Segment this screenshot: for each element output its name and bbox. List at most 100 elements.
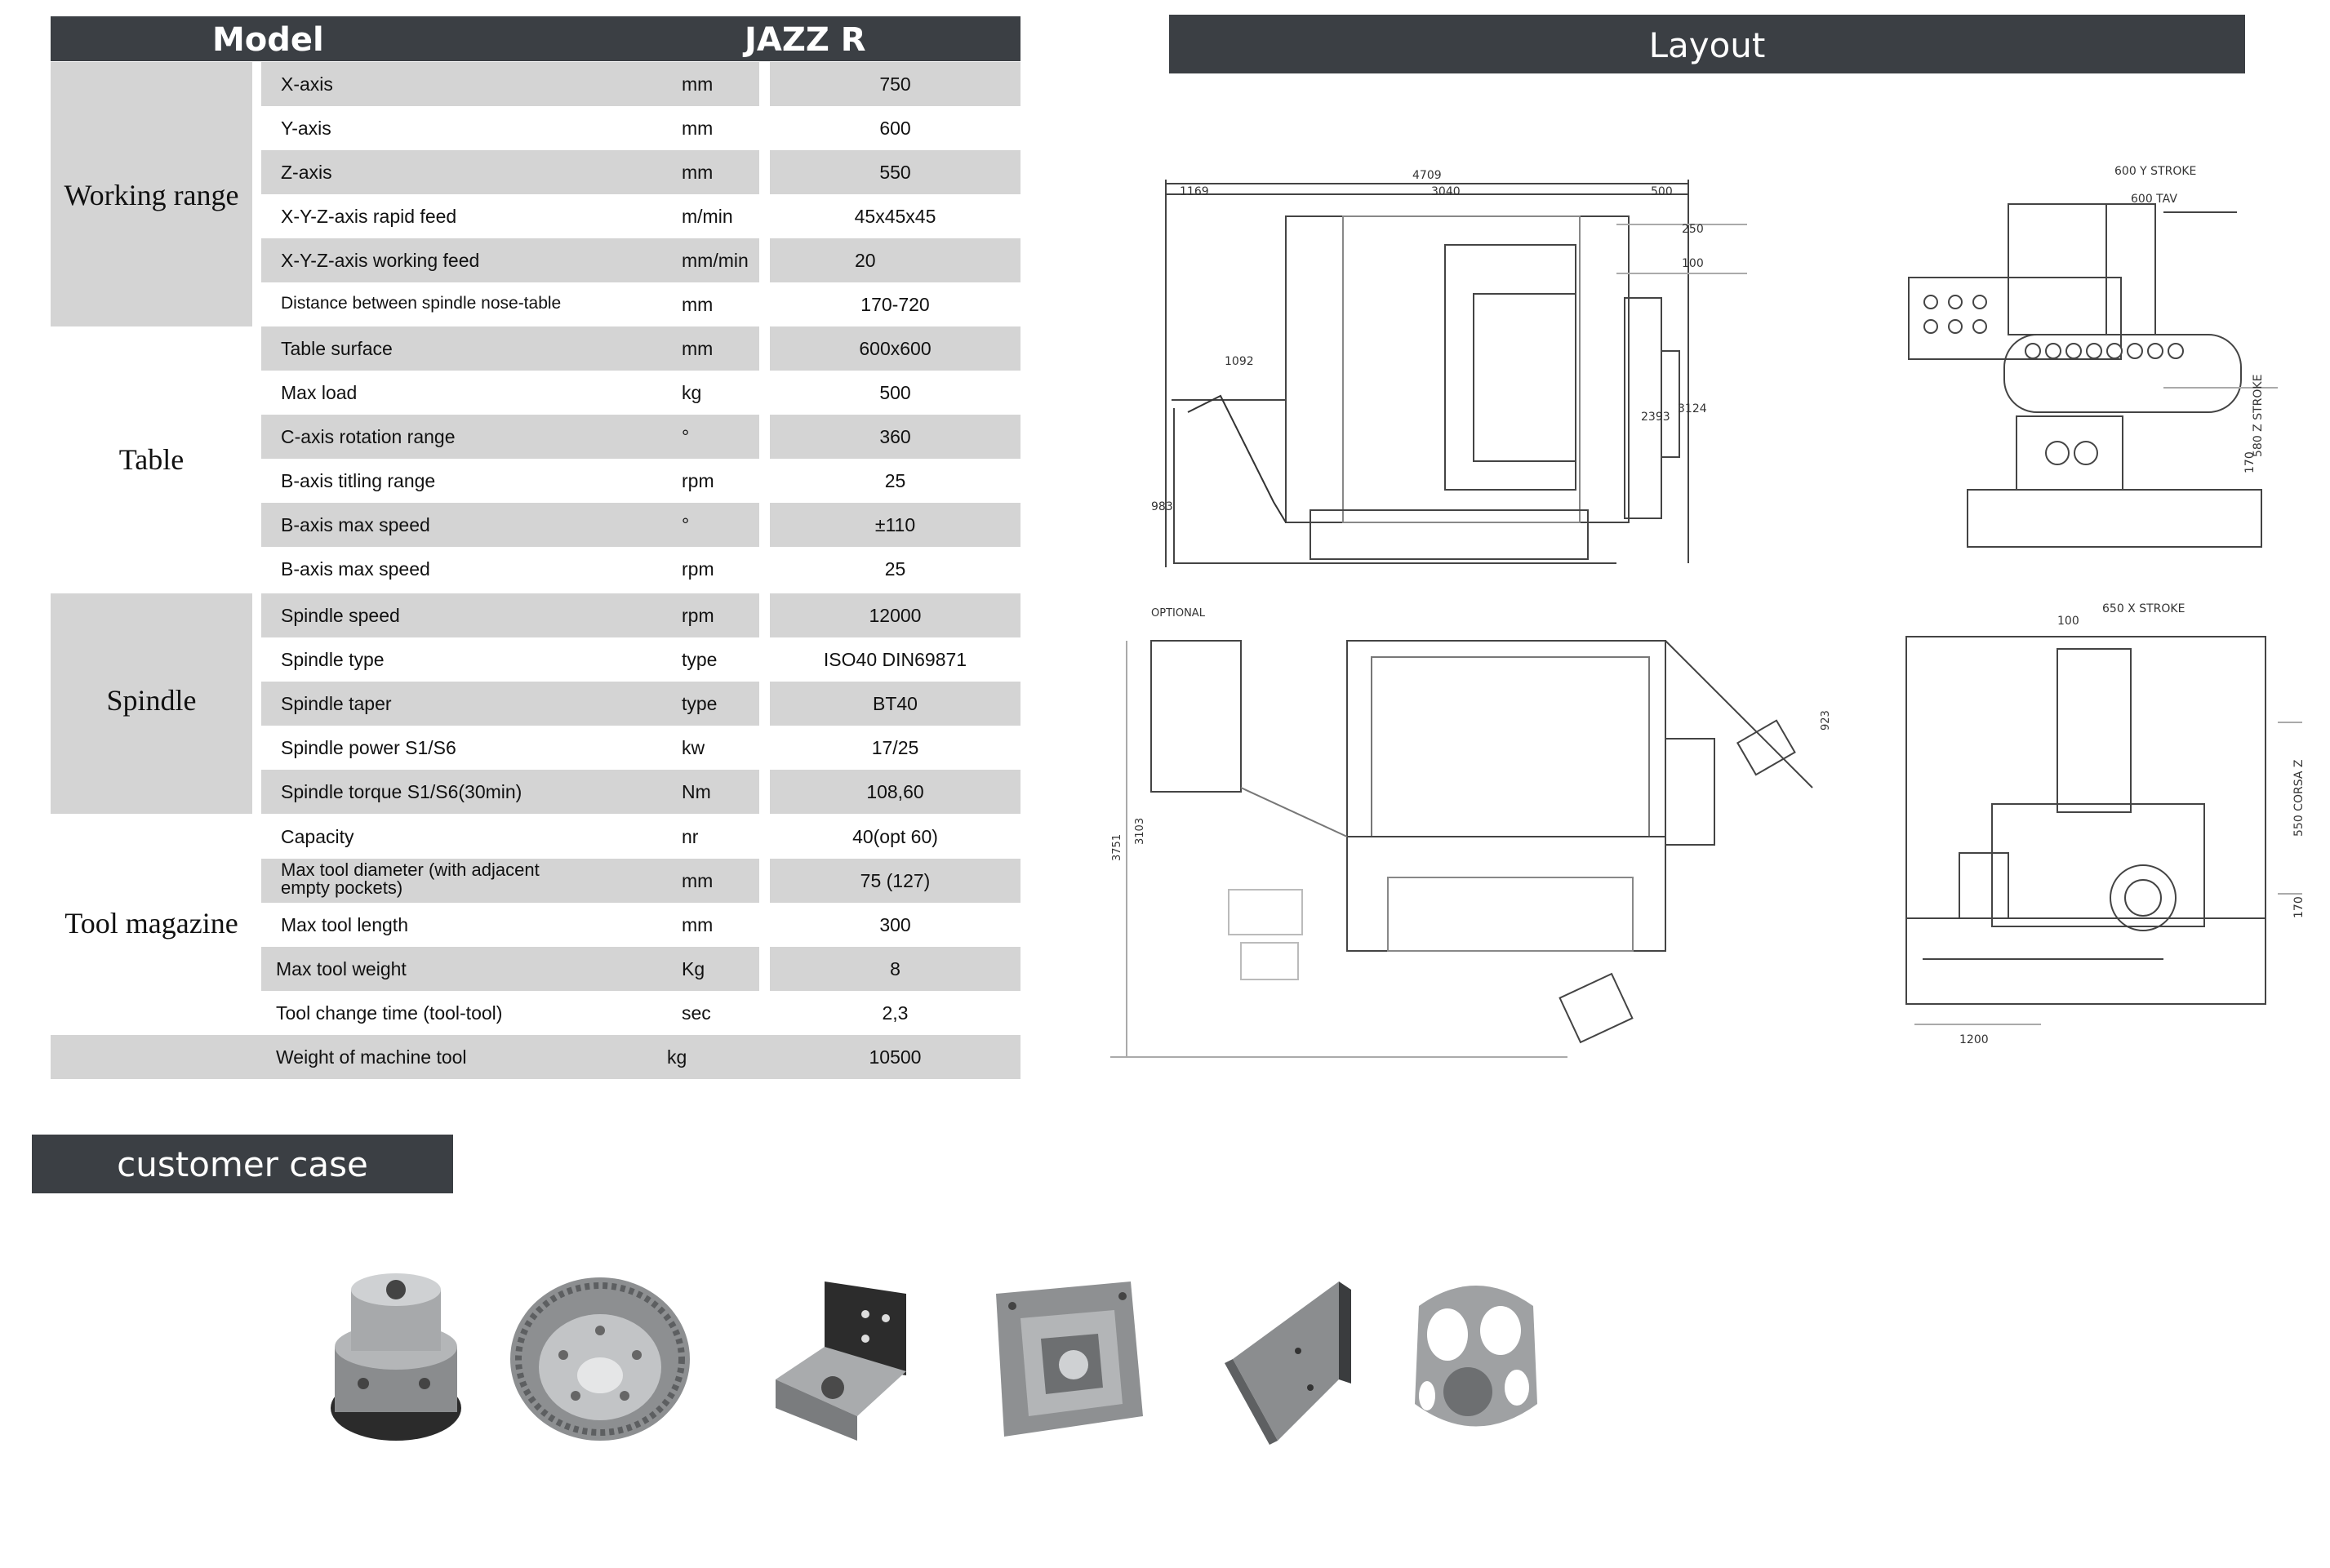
spec-name: Spindle torque S1/S6(30min)	[281, 781, 522, 802]
spec-name: Table surface	[281, 338, 393, 359]
layout-title: Layout	[1648, 25, 1766, 65]
spec-unit: kg	[667, 1046, 687, 1068]
group-tool-magazine: Tool magazine	[51, 815, 252, 1035]
label-y-stroke: 600 Y STROKE	[2114, 165, 2196, 178]
spec-value: 300	[879, 914, 911, 935]
dim-250: 250	[1682, 223, 1704, 236]
spec-unit: mm	[682, 294, 714, 315]
spec-unit: type	[682, 649, 718, 670]
spec-name: Weight of machine tool	[276, 1046, 467, 1068]
side-view-drawing: 600 Y STROKE 600 TAV 580 Z STROKE 170	[1908, 165, 2278, 548]
spec-unit: mm/min	[682, 250, 749, 271]
spec-value: BT40	[873, 693, 918, 714]
spec-name: X-Y-Z-axis working feed	[281, 250, 480, 271]
spec-value: 550	[879, 162, 911, 183]
group-working-range: Working range	[51, 62, 252, 326]
spec-value: 8	[890, 958, 900, 979]
spec-value: 600	[879, 118, 911, 139]
spec-name: C-axis rotation range	[281, 426, 456, 447]
spec-unit: Nm	[682, 781, 711, 802]
model-value: JAZZ R	[745, 21, 866, 59]
spec-row: Spindle power S1/S6 kw 17/25	[261, 726, 1020, 770]
dim-100: 100	[1682, 257, 1704, 270]
spec-unit: mm	[682, 118, 714, 139]
dim-3103: 3103	[1134, 818, 1146, 845]
spec-name: Capacity	[281, 826, 354, 847]
group-table: Table	[51, 328, 252, 593]
spec-value: 600x600	[859, 338, 932, 359]
spec-name: Y-axis	[281, 118, 331, 139]
spec-value: 170-720	[860, 294, 930, 315]
dim-low: 1092	[1225, 355, 1254, 368]
spec-row: B-axis max speed° ±110	[261, 503, 1020, 547]
spec-value: 25	[884, 558, 906, 580]
spec-name: Distance between spindle nose-table	[281, 294, 562, 313]
spec-unit: rpm	[682, 558, 714, 580]
group-label-working-range: Working range	[64, 179, 239, 211]
spec-unit: mm	[682, 338, 714, 359]
spec-value: 500	[879, 382, 911, 403]
dim-h1: 2393	[1641, 411, 1670, 424]
spec-value: 25	[884, 470, 906, 491]
spec-name: X-Y-Z-axis rapid feed	[281, 206, 457, 227]
spec-value: 75 (127)	[860, 870, 931, 891]
spec-row: Weight of machine tool kg 10500	[51, 1035, 1020, 1079]
customer-case-header-bar: customer case	[32, 1135, 453, 1193]
spec-name: B-axis max speed	[281, 514, 430, 535]
spec-name: Tool change time (tool-tool)	[276, 1002, 503, 1024]
part-photo-plate	[1225, 1281, 1351, 1445]
dim-923: 923	[1820, 710, 1829, 731]
spec-value: 17/25	[871, 737, 919, 758]
end-view-drawing: 650 X STROKE 100 550 CORSA Z 170 1200	[1905, 602, 2306, 1046]
spec-value: 360	[879, 426, 911, 447]
dim-170-end: 170	[2292, 896, 2306, 918]
spec-name: Max tool weight	[276, 958, 407, 979]
dim-3751: 3751	[1111, 834, 1123, 861]
spec-value: 2,3	[882, 1002, 909, 1024]
spec-name: Z-axis	[281, 162, 332, 183]
dim-left: 1169	[1180, 185, 1209, 198]
group-label-spindle: Spindle	[106, 684, 197, 717]
part-photo-bracket	[776, 1281, 906, 1441]
spec-value: ±110	[874, 514, 916, 535]
label-corsa-z: 550 CORSA Z	[2292, 760, 2306, 837]
spec-value: 108,60	[866, 781, 924, 802]
spec-row: Spindle torque S1/S6(30min) Nm 108,60	[261, 770, 1020, 814]
spec-value: 40(opt 60)	[852, 826, 938, 847]
spec-unit: °	[682, 426, 690, 447]
spec-value: 10500	[869, 1046, 922, 1068]
spec-name: B-axis titling range	[281, 470, 436, 491]
spec-name: Max load	[281, 382, 358, 403]
layout-header-bar: Layout	[1169, 15, 2245, 73]
spec-row: Table surface mm 600x600	[261, 326, 1020, 371]
spec-unit: mm	[682, 162, 714, 183]
spec-value: 45x45x45	[854, 206, 936, 227]
spec-row: Y-axis mm 600	[261, 106, 1020, 150]
part-photo-flange	[331, 1273, 461, 1441]
spec-unit: sec	[682, 1002, 711, 1024]
label-170: 170	[2243, 451, 2257, 473]
label-x-stroke: 650 X STROKE	[2102, 602, 2185, 615]
spec-name: Max tool diameter (with adjacent empty p…	[281, 860, 540, 898]
label-z-stroke: 580 Z STROKE	[2252, 375, 2265, 457]
spec-unit: mm	[682, 870, 714, 891]
plan-view-drawing: OPTIONAL 3103 3751 923	[1110, 607, 1829, 1058]
spec-row: C-axis rotation range ° 360	[261, 415, 1020, 459]
spec-unit: kw	[682, 737, 705, 758]
spec-value: ISO40 DIN69871	[823, 649, 967, 670]
customer-case-title: customer case	[117, 1144, 368, 1184]
dim-100-end: 100	[2057, 615, 2079, 628]
spec-name: Spindle power S1/S6	[281, 737, 456, 758]
dim-mid: 3040	[1431, 185, 1461, 198]
spec-name: X-axis	[281, 73, 333, 95]
